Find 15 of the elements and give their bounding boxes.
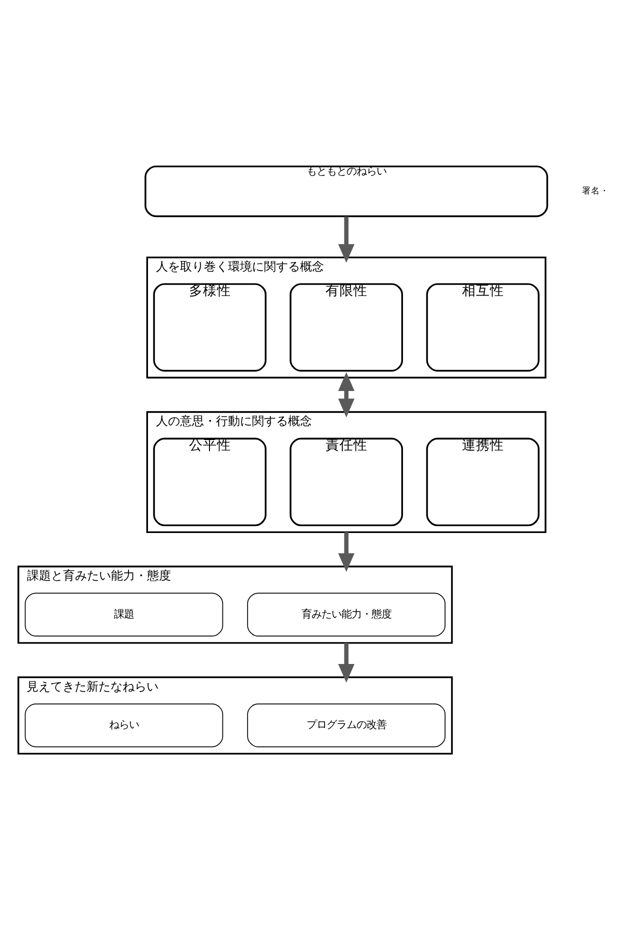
arrow bbox=[338, 532, 354, 572]
label: 署名・ bbox=[582, 186, 609, 196]
node-box: 責任性 bbox=[290, 437, 403, 526]
node-box: プログラムの改善 bbox=[247, 702, 446, 747]
node-box: 多様性 bbox=[153, 282, 266, 372]
node-box: 相互性 bbox=[426, 282, 540, 372]
arrow bbox=[338, 642, 354, 682]
node-box: 有限性 bbox=[290, 282, 403, 372]
arrow bbox=[338, 372, 354, 417]
arrow bbox=[338, 216, 354, 262]
node-box: 連携性 bbox=[426, 437, 540, 526]
node-box: ねらい bbox=[24, 702, 224, 747]
node-box: もともとのねらい bbox=[144, 165, 548, 217]
node-box: 育みたい能力・態度 bbox=[247, 592, 446, 636]
node-box: 課題 bbox=[24, 592, 224, 636]
